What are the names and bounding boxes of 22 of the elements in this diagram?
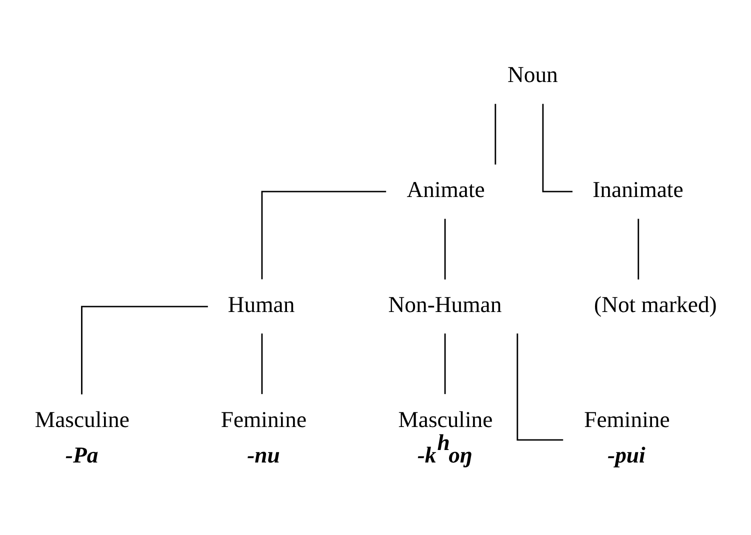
connector [542, 104, 572, 192]
node-text: Human [228, 292, 295, 317]
node-text: Masculine [398, 406, 493, 432]
node-text: Non-Human [388, 292, 502, 317]
node-text: Inanimate [592, 176, 684, 202]
connector [261, 190, 386, 280]
connector [516, 334, 564, 441]
node-text: Feminine [220, 406, 307, 432]
node-text: Noun [507, 62, 558, 88]
connector [638, 218, 640, 280]
connector [81, 306, 208, 394]
node-label: -nu [247, 442, 280, 468]
node-text: Feminine [584, 406, 670, 432]
connector [444, 218, 446, 280]
node-text: Animate [406, 176, 485, 202]
node-text: (Not marked) [594, 292, 717, 317]
connector [494, 104, 496, 165]
connector [444, 334, 446, 394]
node-label: -pui [608, 442, 646, 468]
node-label: -Pa [65, 442, 98, 468]
connector [261, 334, 263, 394]
node-text: Masculine [34, 406, 130, 432]
